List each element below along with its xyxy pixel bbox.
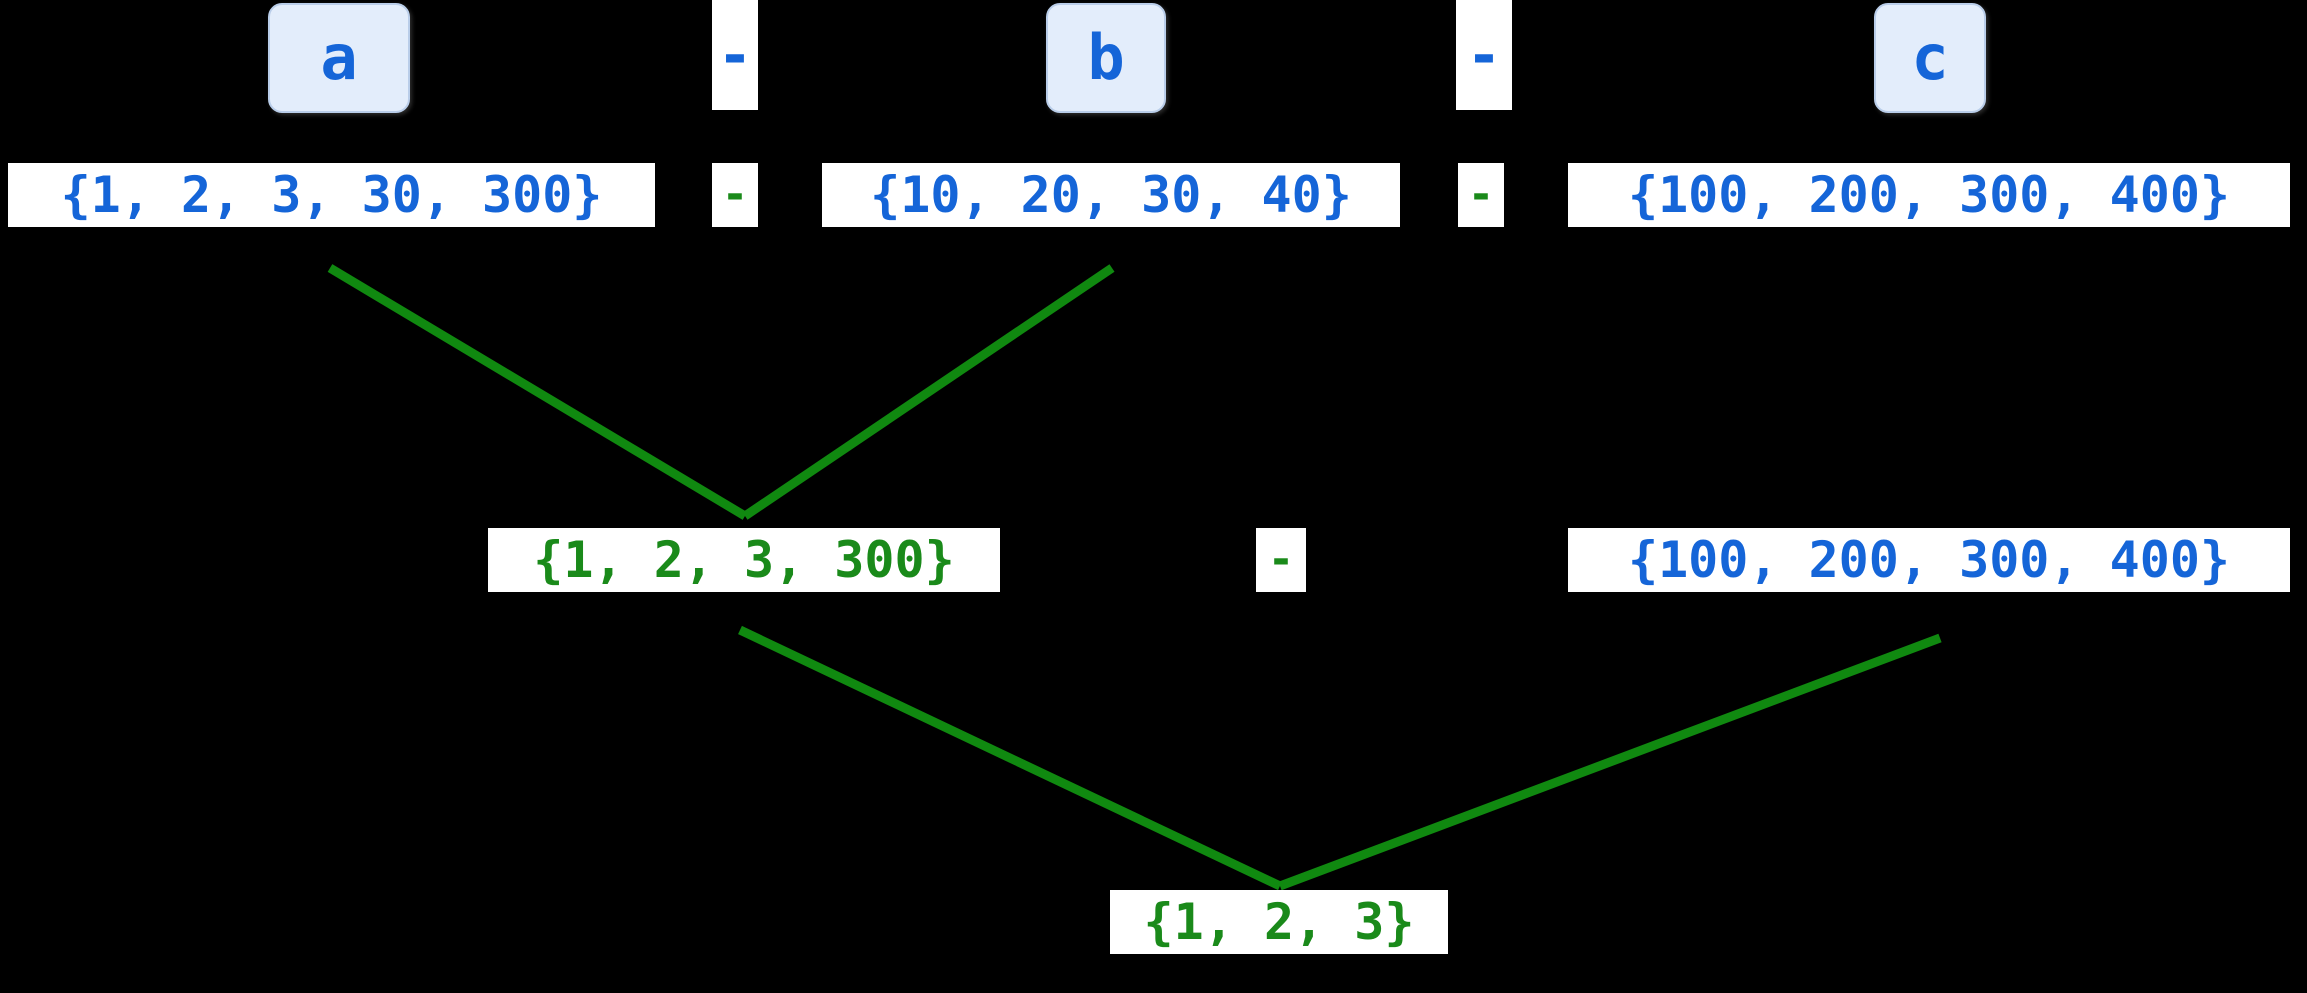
literal-operator-minus-1: -	[712, 163, 758, 227]
connector-intermediate-to-final	[738, 625, 1282, 891]
intermediate-result-box: {1, 2, 3, 300}	[488, 528, 1000, 592]
literal-operator-minus-1-label: -	[721, 169, 749, 220]
variable-badge-c[interactable]: c	[1874, 3, 1986, 113]
operator-minus-1: -	[712, 0, 758, 110]
intermediate-right-operand-text: {100, 200, 300, 400}	[1627, 531, 2231, 589]
operator-minus-2: -	[1456, 0, 1512, 110]
set-literal-c-text: {100, 200, 300, 400}	[1627, 166, 2231, 224]
set-literal-b: {10, 20, 30, 40}	[822, 163, 1400, 227]
variable-badge-a-label: a	[320, 21, 358, 94]
intermediate-right-operand-box: {100, 200, 300, 400}	[1568, 528, 2290, 592]
final-result-box: {1, 2, 3}	[1110, 890, 1448, 954]
variable-badge-b-label: b	[1087, 21, 1125, 94]
literal-operator-minus-2: -	[1458, 163, 1504, 227]
intermediate-result-text: {1, 2, 3, 300}	[533, 531, 955, 589]
connector-set-c-to-final	[1278, 633, 1942, 891]
variable-badge-b[interactable]: b	[1046, 3, 1166, 113]
variable-badge-a[interactable]: a	[268, 3, 410, 113]
intermediate-operator-minus-label: -	[1267, 534, 1295, 585]
connector-set-a-to-intermediate	[327, 264, 748, 520]
literal-operator-minus-2-label: -	[1467, 169, 1495, 220]
set-literal-b-text: {10, 20, 30, 40}	[870, 166, 1352, 224]
operator-minus-2-label: -	[1466, 21, 1502, 89]
set-literal-a-text: {1, 2, 3, 30, 300}	[60, 166, 603, 224]
final-result-text: {1, 2, 3}	[1143, 893, 1415, 951]
set-literal-a: {1, 2, 3, 30, 300}	[8, 163, 655, 227]
set-literal-c: {100, 200, 300, 400}	[1568, 163, 2290, 227]
operator-minus-1-label: -	[717, 21, 753, 89]
intermediate-operator-minus: -	[1256, 528, 1306, 592]
connector-set-b-to-intermediate	[742, 264, 1115, 520]
variable-badge-c-label: c	[1911, 21, 1949, 94]
